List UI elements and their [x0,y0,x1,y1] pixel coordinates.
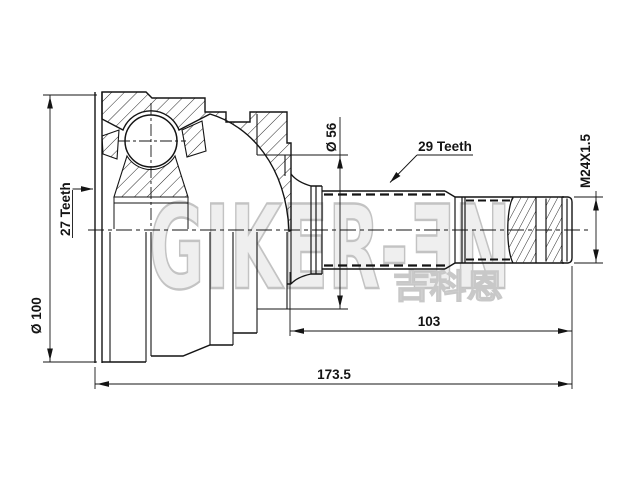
spline-root-dashed [324,193,446,267]
bell-housing-section [94,91,322,363]
bell-housing-external [102,232,322,363]
spline-end-chamfer-bottom [444,262,456,270]
dimension-shoulder-diameter: Ø 56 [257,117,348,310]
shaft-length-label: 103 [418,314,441,329]
spline-end-chamfer-top [444,190,456,198]
shoulder-diameter-label: Ø 56 [324,122,339,152]
dimension-shaft-spline-teeth: 29 Teeth [389,139,473,183]
outer-diameter-label: Ø 100 [29,297,44,334]
thread-spec-label: M24X1.5 [578,133,593,188]
dimension-annotations: Ø 100 27 Teeth Ø 56 29 Teeth [29,94,603,389]
bell-back-steps [256,114,286,176]
dimension-overall-length: 173.5 [94,367,572,389]
dimension-shaft-length: 103 [289,266,573,389]
overall-length-label: 173.5 [317,367,351,382]
part-drawing [88,91,592,363]
bell-spline-teeth-label: 27 Teeth [58,182,73,236]
cage-wedge-right [181,120,207,158]
dimension-bell-spline-teeth: 27 Teeth [58,182,93,238]
watermark-brand-text: GIKER-ƎN [149,181,511,316]
bell-lower-silhouette [102,273,322,363]
dimension-thread-spec: M24X1.5 [574,133,603,264]
bell-wall-hatched [101,91,292,232]
cage-wedge-left [101,129,120,160]
dimension-outer-diameter: Ø 100 [29,94,97,363]
shaft-spline-teeth-label: 29 Teeth [418,139,472,154]
thread-hatch-2 [546,197,562,263]
stub-hidden-dashed [466,199,512,261]
stem-fillet-top [290,173,322,187]
bell-lower-step-lines [109,232,292,362]
watermark-cjk-text: 吉科恩 [393,267,503,306]
watermark: GIKER-ƎN 吉科恩 [148,180,512,317]
ball-centerlines [118,103,186,229]
